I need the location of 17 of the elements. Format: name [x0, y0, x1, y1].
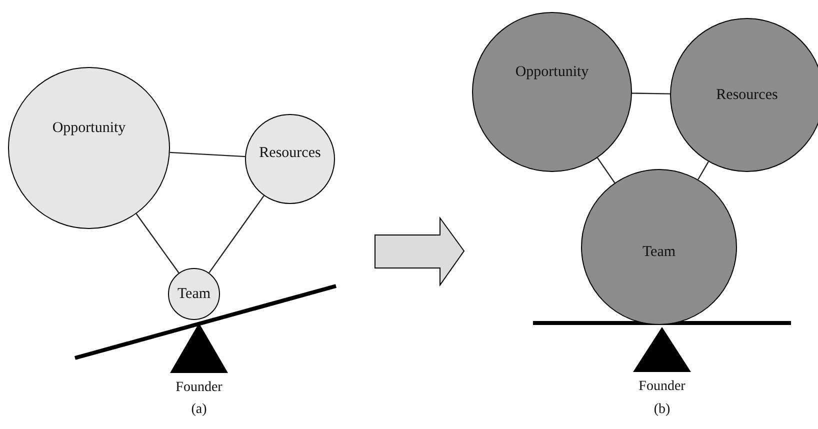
connector-line	[632, 92, 670, 94]
node-label: Resources	[259, 144, 321, 162]
node-label: Resources	[716, 86, 778, 104]
connector-line	[698, 161, 709, 180]
node-label: Team	[642, 244, 676, 260]
panel-label: (b)	[654, 402, 670, 418]
connector-line	[170, 152, 246, 158]
circle-node	[168, 268, 220, 320]
connector-line	[596, 158, 616, 184]
fulcrum-label: Founder	[638, 379, 686, 395]
fulcrum-label: Founder	[176, 380, 222, 396]
panel-label: (a)	[191, 402, 207, 418]
node-label: Team	[177, 286, 211, 302]
connector-line	[136, 213, 180, 274]
node-label: Opportunity	[52, 120, 126, 136]
node-label: Opportunity	[515, 64, 589, 80]
connector-line	[208, 195, 264, 274]
